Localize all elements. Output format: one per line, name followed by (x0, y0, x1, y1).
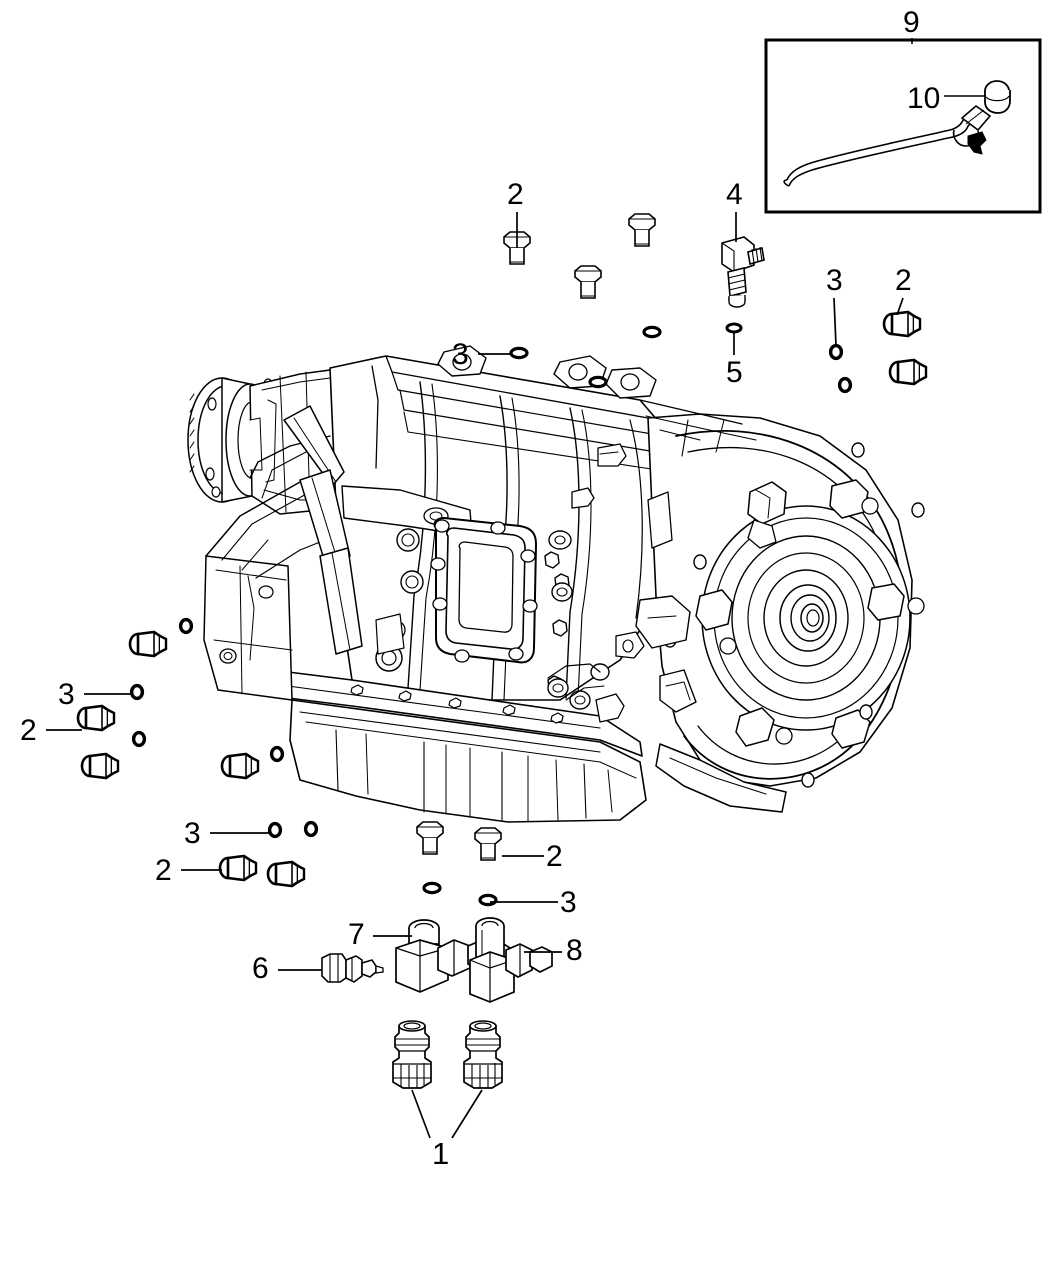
callout-7: 7 (348, 918, 365, 951)
callout-5-top: 5 (726, 356, 743, 389)
callout-4-top: 4 (726, 178, 743, 211)
callout-3-right: 3 (826, 264, 843, 297)
callout-3-upper: 3 (452, 338, 469, 371)
callout-3-bottom: 3 (560, 886, 577, 919)
callout-2-lowleft: 2 (155, 854, 172, 887)
callout-10: 10 (907, 82, 941, 115)
callout-2-right: 2 (895, 264, 912, 297)
inset-panel (764, 38, 1042, 214)
callout-3-left: 3 (58, 678, 75, 711)
callout-leaders (46, 212, 904, 1139)
callout-9: 9 (903, 6, 920, 39)
callout-2-left: 2 (20, 714, 37, 747)
speed-sensors (392, 1020, 503, 1089)
callout-2-top: 2 (507, 178, 524, 211)
callout-1: 1 (432, 1136, 450, 1171)
callout-8: 8 (566, 934, 583, 967)
callout-2-bottom: 2 (546, 840, 563, 873)
pressure-switch (321, 953, 384, 983)
tube-fitting (469, 917, 553, 1003)
callout-6: 6 (252, 952, 269, 985)
callout-3-lowleft: 3 (184, 817, 201, 850)
solenoid-connector (721, 236, 765, 308)
